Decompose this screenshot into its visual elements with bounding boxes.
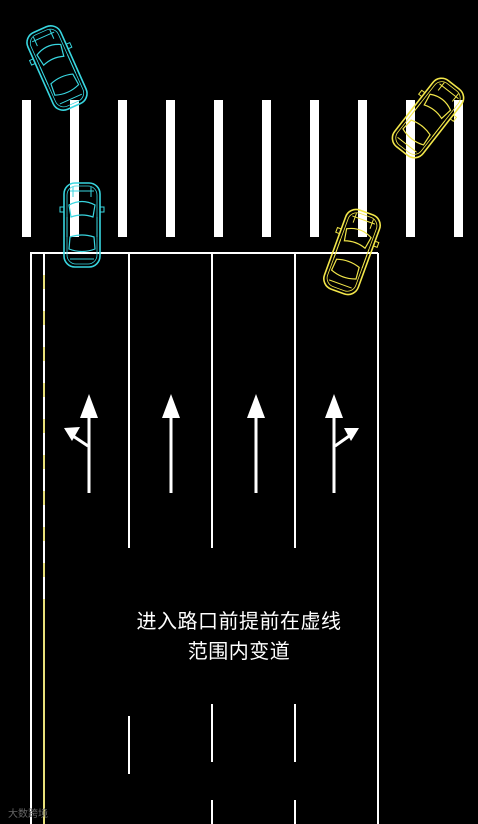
lane-dividers-solid	[128, 253, 296, 548]
caption-line-1: 进入路口前提前在虚线	[136, 609, 342, 633]
lane-dividers-dashed	[128, 704, 296, 824]
arrow-straight-1	[162, 394, 180, 493]
center-lines	[30, 253, 45, 824]
crosswalk	[22, 100, 463, 237]
caption-line-2: 范围内变道	[187, 639, 291, 663]
arrow-straight-2	[247, 394, 265, 493]
arrow-straight-left	[64, 394, 98, 493]
watermark: 大数跨境	[8, 809, 48, 820]
arrow-straight-right	[325, 394, 359, 493]
